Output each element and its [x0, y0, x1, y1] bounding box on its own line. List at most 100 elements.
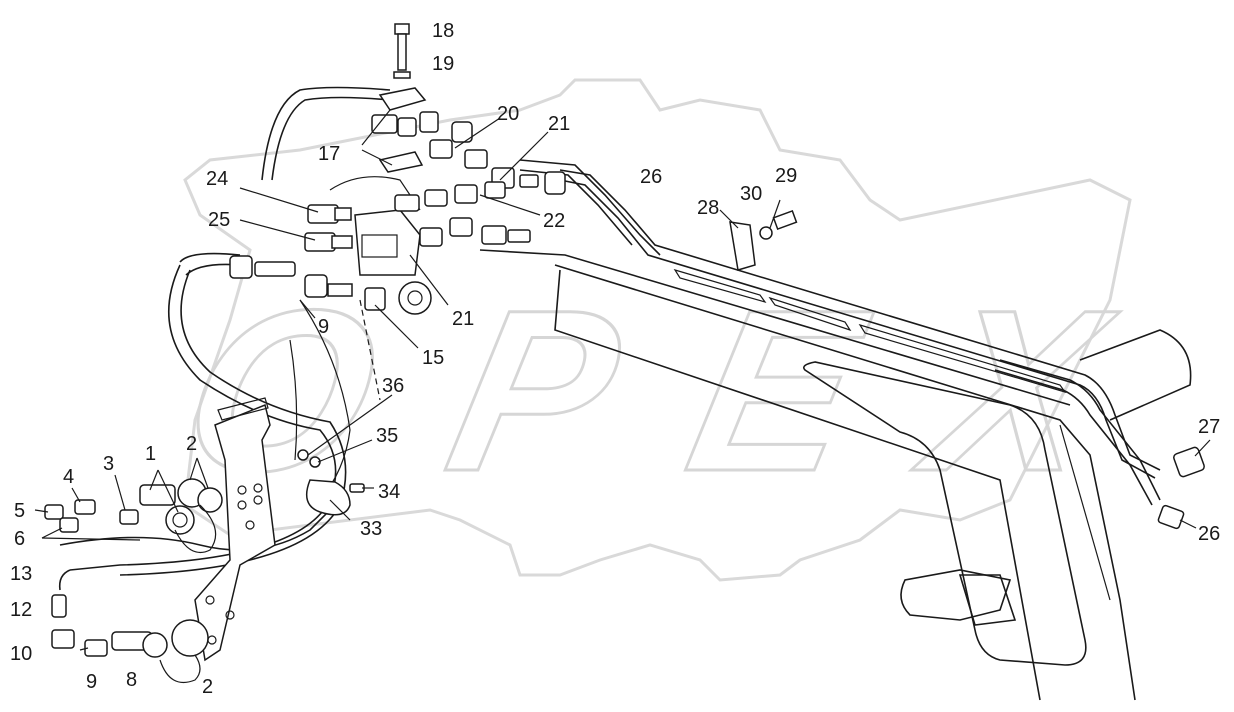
fitting-6 [59, 517, 79, 533]
bolt-34 [349, 483, 365, 493]
valve-block-assembly [229, 23, 1205, 530]
callout-10: 10 [10, 643, 32, 665]
fitting-24 [307, 204, 352, 224]
bracket-tab [217, 397, 269, 421]
clip-33 [305, 479, 351, 516]
boom-structure [289, 249, 1192, 701]
fitting-9 [84, 639, 108, 657]
callout-28: 28 [697, 197, 719, 219]
callout-labels: 18 19 20 21 17 24 22 25 21 9 15 26 30 29… [10, 20, 1220, 698]
pivot-hole [407, 290, 423, 306]
callout-15: 15 [422, 347, 444, 369]
callout-22: 22 [543, 210, 565, 232]
fitting-row-lower [394, 181, 531, 247]
fitting-4 [74, 499, 96, 515]
callout-1: 1 [145, 443, 156, 465]
fitting-chain-15 [229, 255, 386, 311]
washer-19 [393, 71, 411, 79]
boom-slot-2 [768, 296, 852, 332]
washer-35 [309, 456, 321, 468]
boom-slot-1 [673, 268, 767, 304]
leader-lines [34, 109, 1211, 651]
fitting-3 [119, 509, 139, 525]
coupling-lower [171, 619, 209, 657]
callout-26-lower: 26 [1198, 523, 1220, 545]
callout-12: 12 [10, 599, 32, 621]
hydraulic-cylinder-right [1079, 329, 1192, 421]
valve-block [354, 209, 421, 276]
callout-26-upper: 26 [640, 166, 662, 188]
callout-18: 18 [432, 20, 454, 42]
callout-8: 8 [126, 669, 137, 691]
callout-36: 36 [382, 375, 404, 397]
pipe-b-lower [519, 169, 633, 246]
callout-30: 30 [740, 183, 762, 205]
callout-21-lower: 21 [452, 308, 474, 330]
valve-block-top [329, 176, 421, 211]
clamp-17-lower [378, 151, 424, 173]
boom-slot-3 [858, 323, 1067, 394]
pipe-c-upper [999, 359, 1161, 501]
callout-2-upper: 2 [186, 433, 197, 455]
coupling-cap-cord-1 [174, 504, 217, 554]
quick-coupling-upper [139, 478, 223, 535]
fitting-row-upper [371, 111, 566, 195]
washer-30 [759, 226, 773, 240]
valve-block-window [361, 234, 398, 258]
callout-33: 33 [360, 518, 382, 540]
bracket-holes [205, 483, 263, 645]
fitting-25 [304, 232, 353, 252]
boom-arm-top [479, 249, 1071, 406]
callout-24: 24 [206, 168, 228, 190]
callout-34: 34 [378, 481, 400, 503]
fitting-12 [51, 594, 67, 618]
hydraulic-lines [58, 86, 1161, 591]
hose-13 [58, 569, 71, 591]
callout-3: 3 [103, 453, 114, 475]
callout-19: 19 [432, 53, 454, 75]
callout-9-lower: 9 [86, 671, 97, 693]
watermark-gear [183, 78, 1132, 582]
clamp-28 [729, 221, 756, 271]
callout-2-lower: 2 [202, 676, 213, 698]
frame-hidden-line [359, 299, 381, 401]
mounting-bracket [194, 403, 276, 662]
hydraulic-cylinder-bottom [900, 569, 1012, 621]
hose-top-arch-inner [271, 96, 391, 181]
hose-bottom-long [59, 499, 341, 551]
pipe-c-lower [994, 369, 1153, 506]
bolt-29 [772, 209, 798, 231]
nut-36 [297, 449, 309, 461]
callout-25: 25 [208, 209, 230, 231]
pipe-a-lower [559, 179, 1156, 479]
callout-17: 17 [318, 143, 340, 165]
clamp-17-upper [378, 87, 427, 111]
coupling-cap-cord-2 [159, 654, 201, 684]
boom-plate-inner [1059, 424, 1111, 601]
nut-26-right [1157, 504, 1185, 530]
callout-29: 29 [775, 165, 797, 187]
callout-9-upper: 9 [318, 316, 329, 338]
cylinder-bottom-mount [958, 574, 1017, 626]
pipe-a-upper [559, 169, 1161, 471]
boom-arm-outline [554, 264, 1136, 701]
boom-end-plate [802, 361, 1087, 666]
callout-21-upper: 21 [548, 113, 570, 135]
hose-top-arch-outer [261, 86, 391, 181]
callout-13: 13 [10, 563, 32, 585]
callout-4: 4 [63, 466, 74, 488]
callout-20: 20 [497, 103, 519, 125]
hose-lower-inner [119, 269, 347, 576]
lower-bracket-assembly [44, 397, 365, 684]
callout-5: 5 [14, 500, 25, 522]
callout-35: 35 [376, 425, 398, 447]
hose-9-left [179, 252, 241, 263]
callout-27: 27 [1198, 416, 1220, 438]
boom-arm-lower-edge [554, 269, 1041, 701]
elbow-10 [51, 629, 75, 649]
pipe-b-upper [519, 159, 661, 256]
bolt-18 [394, 23, 410, 71]
pivot-boss [398, 281, 432, 315]
frame-curve-2 [289, 339, 298, 461]
